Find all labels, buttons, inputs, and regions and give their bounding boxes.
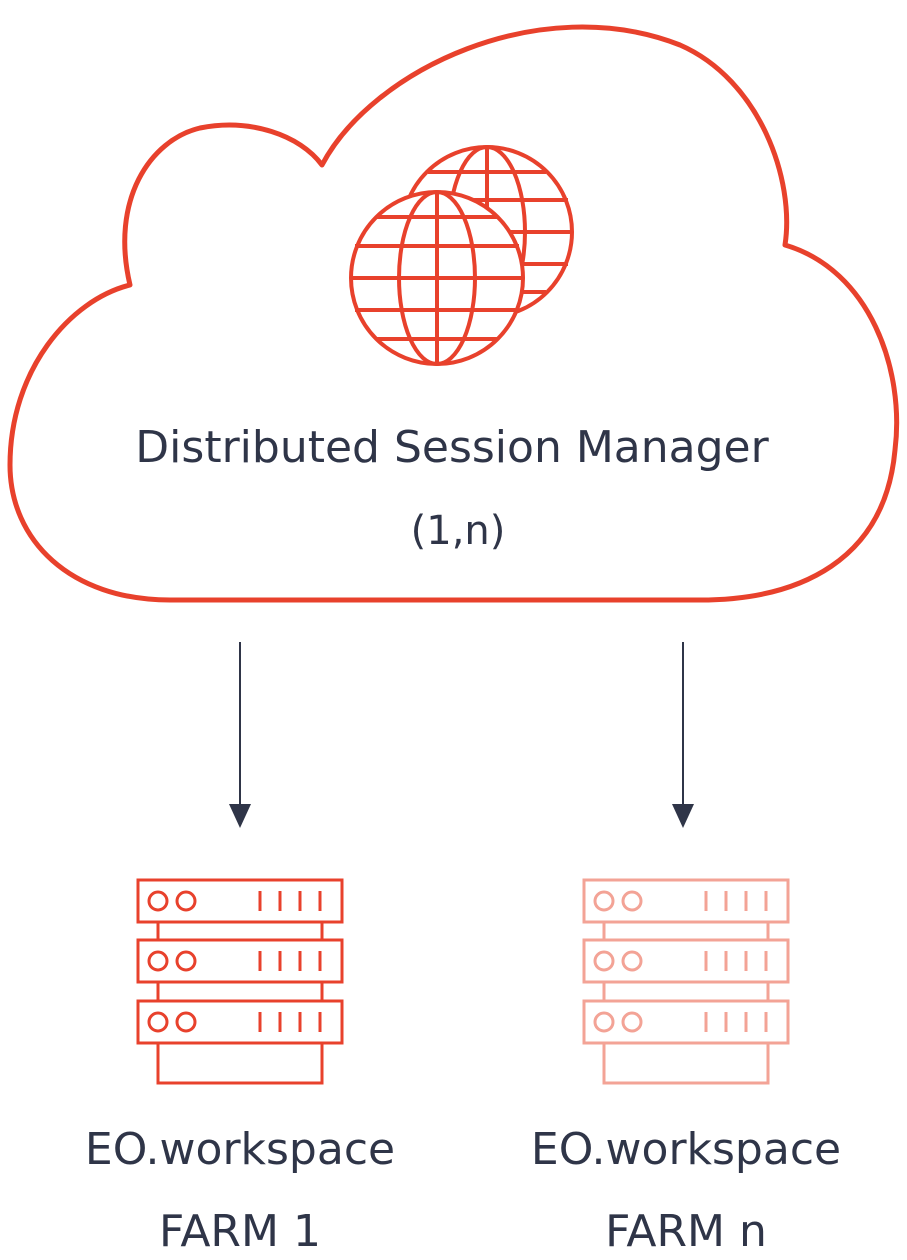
arrow-to-farm-n <box>672 642 694 828</box>
cloud-title: Distributed Session Manager <box>135 422 769 473</box>
globe-icon <box>349 145 574 366</box>
server-rack-icon <box>582 878 790 1085</box>
cloud-shape <box>7 24 900 603</box>
farm-n-id: FARM n <box>605 1206 767 1257</box>
cloud-multiplicity: (1,n) <box>410 508 506 554</box>
farm-1-name: EO.workspace <box>84 1124 396 1175</box>
farm-n-name: EO.workspace <box>530 1124 842 1175</box>
globe-front <box>349 190 525 366</box>
arrow-to-farm-1 <box>229 642 251 828</box>
farm-1-id: FARM 1 <box>159 1206 321 1257</box>
server-rack-icon <box>136 878 344 1085</box>
